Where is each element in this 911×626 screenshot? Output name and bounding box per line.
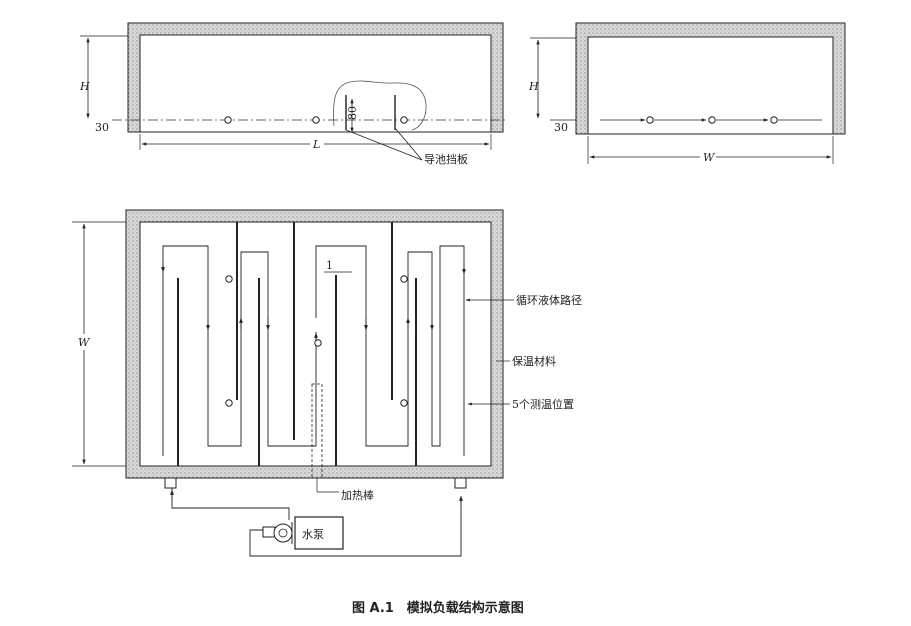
front-elevation-view: 80 导池挡板 H 30 L: [79, 22, 505, 166]
flow-path-left: [162, 245, 317, 456]
plan-label-one: 1: [326, 259, 333, 272]
pump-label: 水泵: [302, 528, 324, 541]
plan-baffles: [177, 222, 417, 466]
plan-w-text: W: [78, 336, 91, 349]
inlet-port: [454, 477, 467, 489]
side-sensor-3: [770, 116, 778, 124]
heater-rod: [311, 383, 323, 479]
loop-path-label: 循环液体路径: [516, 293, 582, 307]
pipe-supply: [171, 488, 290, 520]
front-sensor-3: [400, 116, 408, 124]
front-baffle-outline: [333, 80, 427, 131]
side-sensor-1: [646, 116, 654, 124]
front-h-text: H: [79, 80, 90, 93]
plan-view: 1 加热棒 水泵 W: [72, 209, 582, 557]
heater-label: 加热棒: [341, 488, 374, 502]
side-h-text: H: [528, 80, 539, 93]
plan-sensor-4: [225, 399, 233, 407]
front-sensor-1: [224, 116, 232, 124]
front-insulation-wall: [127, 22, 504, 133]
front-offset-text: 30: [95, 121, 109, 134]
pump: 水泵: [262, 516, 344, 550]
front-sensor-2: [312, 116, 320, 124]
plan-sensor-1: [225, 275, 233, 283]
figure-caption: 图 A.1 模拟负载结构示意图: [352, 600, 524, 616]
side-w-text: W: [703, 151, 716, 164]
plan-sensor-3: [314, 339, 322, 347]
flow-path-right: [315, 245, 465, 456]
side-elevation-view: H 30 W: [528, 22, 846, 164]
baffle-height-text: 80: [346, 106, 359, 120]
side-sensor-2: [708, 116, 716, 124]
front-l-text: L: [312, 138, 320, 151]
temp-points-label: 5个测温位置: [512, 397, 574, 411]
guide-baffle-label: 导池挡板: [424, 152, 468, 166]
pump-impeller-core: [278, 528, 288, 538]
pump-piping: [170, 488, 463, 557]
side-offset-text: 30: [554, 121, 568, 134]
plan-sensor-2: [400, 275, 408, 283]
pipe-return: [249, 498, 462, 557]
plan-insulation-wall: [125, 209, 504, 479]
pump-impeller: [273, 523, 293, 543]
baffle-leader-1: [345, 129, 423, 161]
insulation-label: 保温材料: [512, 354, 556, 368]
plan-sensor-5: [400, 399, 408, 407]
plan-flow-path: [161, 245, 466, 456]
pump-motor: [294, 516, 344, 550]
outlet-port: [164, 477, 177, 489]
pump-inlet-flange: [262, 526, 276, 538]
